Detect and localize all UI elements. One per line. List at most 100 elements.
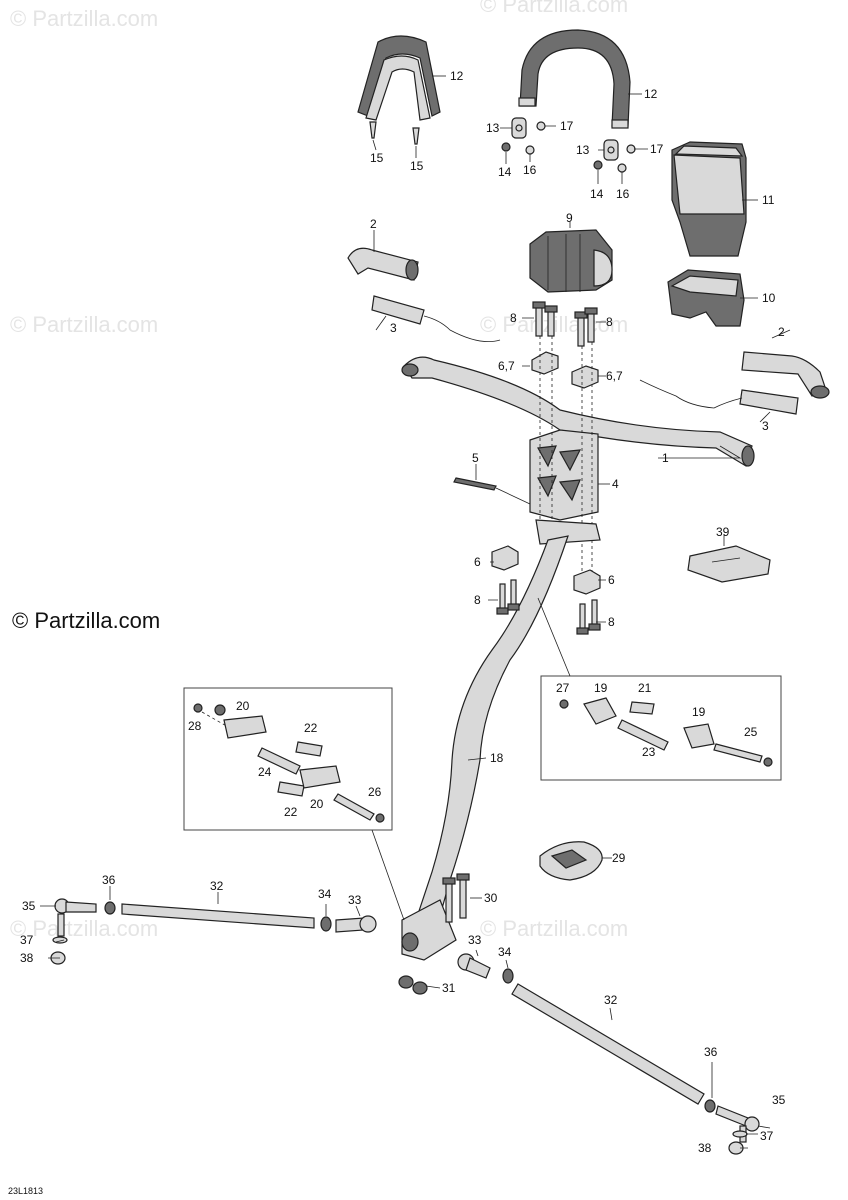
callout-14-left: 14 [498, 165, 512, 179]
watermarks: © Partzilla.com © Partzilla.com © Partzi… [10, 0, 628, 941]
callout-16-right: 16 [616, 187, 630, 201]
part-10-pad [667, 269, 745, 327]
part-33-ball-joint-right [457, 953, 491, 979]
callout-3-left: 3 [390, 321, 397, 335]
part-6-caps-lower [491, 545, 601, 595]
part-8-bolts-lower [496, 579, 601, 635]
callout-8-top-right: 8 [606, 315, 613, 329]
watermark-2: © Partzilla.com [480, 0, 628, 17]
part-31-nuts [398, 975, 428, 995]
part-16-nut-left [525, 145, 535, 155]
copyright-text: © Partzilla.com [12, 608, 161, 633]
part-2-grip-left [347, 247, 419, 281]
callout-15-left: 15 [370, 151, 384, 165]
part-3-heated-grip-right [639, 379, 799, 415]
callout-24: 24 [258, 765, 272, 779]
callout-6-7-left: 6,7 [498, 359, 515, 373]
callout-37-left: 37 [20, 933, 34, 947]
callout-27: 27 [556, 681, 570, 695]
part-14-bolt-right [593, 160, 603, 170]
part-18-steering-column [401, 519, 601, 961]
part-16-nut-right [617, 163, 627, 173]
callout-20-top: 20 [236, 699, 250, 713]
detail-box-right [540, 675, 782, 781]
part-17-nut-left [536, 121, 546, 131]
callout-26: 26 [368, 785, 382, 799]
detail-right-parts [559, 697, 773, 767]
part-29-cover [539, 841, 603, 881]
leader-lines [40, 75, 791, 1149]
part-13-clamp-left [511, 117, 527, 139]
callout-20-bottom: 20 [310, 797, 324, 811]
callout-22-top: 22 [304, 721, 318, 735]
callout-33-right: 33 [468, 933, 482, 947]
callout-12-left: 12 [450, 69, 464, 83]
callout-8-lower-left: 8 [474, 593, 481, 607]
callout-36-left: 36 [102, 873, 116, 887]
callout-6-right: 6 [608, 573, 615, 587]
callout-33-left: 33 [348, 893, 362, 907]
part-39-plate [687, 545, 771, 583]
part-36-jam-nut-right [704, 1099, 716, 1113]
callout-38-right: 38 [698, 1141, 712, 1155]
callout-10: 10 [762, 291, 776, 305]
part-4-riser-block [529, 429, 599, 521]
part-34-jam-nut-center-left [320, 916, 332, 932]
part-33-ball-joint-left [335, 915, 377, 933]
callout-8-top-left: 8 [510, 311, 517, 325]
part-9-handlebar-pad [529, 229, 613, 293]
callout-17-left: 17 [560, 119, 574, 133]
part-13-clamp-right [603, 139, 619, 161]
callout-5: 5 [472, 451, 479, 465]
part-30-bolts [442, 873, 470, 923]
callout-22-bottom: 22 [284, 805, 298, 819]
watermark-3: © Partzilla.com [10, 312, 158, 337]
callout-28: 28 [188, 719, 202, 733]
part-15-screw-left [369, 121, 377, 139]
callout-labels: 12 12 13 17 13 17 15 15 14 16 14 16 11 9… [20, 69, 786, 1155]
callout-8-lower-right: 8 [608, 615, 615, 629]
callout-30: 30 [484, 891, 498, 905]
callout-2-left: 2 [370, 217, 377, 231]
callout-15-right: 15 [410, 159, 424, 173]
part-8-bolts-top [532, 301, 598, 347]
callout-3-right: 3 [762, 419, 769, 433]
part-36-jam-nut-left [104, 901, 116, 915]
callout-21: 21 [638, 681, 652, 695]
part-35-tie-rod-end-left [54, 898, 97, 937]
part-3-heated-grip-left [371, 295, 501, 343]
callout-12-right: 12 [644, 87, 658, 101]
callout-34-left: 34 [318, 887, 332, 901]
detail-box-left [183, 687, 393, 831]
callout-29: 29 [612, 851, 626, 865]
callout-23: 23 [642, 745, 656, 759]
detail-left-parts [193, 703, 385, 823]
callout-13-right: 13 [576, 143, 590, 157]
callout-11: 11 [762, 193, 775, 207]
part-15-screw-right [412, 127, 420, 145]
callout-19-left: 19 [594, 681, 608, 695]
watermark-6: © Partzilla.com [480, 916, 628, 941]
part-14-bolt-left [501, 142, 511, 152]
part-32-tie-rod-left [121, 903, 315, 929]
callout-1: 1 [662, 451, 669, 465]
part-12-loop-handle [518, 29, 631, 129]
callout-6-7-right: 6,7 [606, 369, 623, 383]
callout-38-left: 38 [20, 951, 34, 965]
part-12-handle-cover [357, 35, 441, 121]
part-2-grip-right [741, 351, 830, 399]
callout-16-left: 16 [523, 163, 537, 177]
callout-14-right: 14 [590, 187, 604, 201]
callout-32-left: 32 [210, 879, 224, 893]
callout-35-right: 35 [772, 1093, 786, 1107]
callout-31: 31 [442, 981, 456, 995]
callout-37-right: 37 [760, 1129, 774, 1143]
assembly-lines [539, 336, 593, 580]
callout-35-left: 35 [22, 899, 36, 913]
part-17-nut-right [626, 144, 636, 154]
part-5-strip [453, 477, 531, 505]
diagram-code: 23L1813 [8, 1186, 44, 1196]
callout-4: 4 [612, 477, 619, 491]
watermark-1: © Partzilla.com [10, 6, 158, 31]
